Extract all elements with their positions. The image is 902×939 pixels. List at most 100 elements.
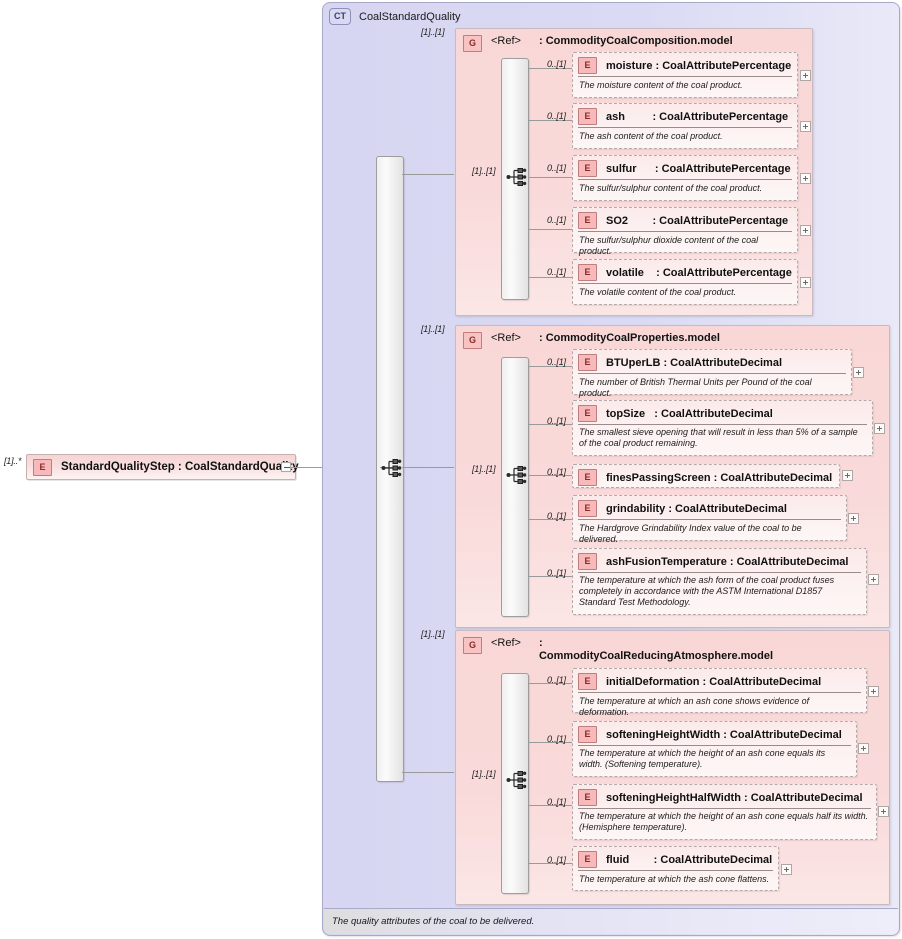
element-description: The temperature at which the height of a… [579, 811, 869, 832]
expand-toggle-icon[interactable] [800, 70, 811, 81]
collapse-toggle-icon[interactable] [281, 462, 291, 472]
complextype-header: CT CoalStandardQuality [329, 8, 461, 25]
element-badge-icon: E [578, 500, 597, 517]
expand-toggle-icon[interactable] [800, 173, 811, 184]
element-ashfusiontemperature[interactable]: E ashFusionTemperature : CoalAttributeDe… [572, 548, 867, 615]
expand-toggle-icon[interactable] [868, 686, 879, 697]
element-description: The temperature at which an ash cone sho… [579, 696, 810, 717]
element-softeningheighthalfwidth[interactable]: E softeningHeightHalfWidth : CoalAttribu… [572, 784, 877, 840]
g3-card-3: 0..[1] [547, 797, 566, 807]
element-softeningheightwidth[interactable]: E softeningHeightWidth : CoalAttributeDe… [572, 721, 857, 777]
g1-card-2: 0..[1] [547, 111, 566, 121]
group-2-header: G <Ref> : CommodityCoalProperties.model [463, 332, 720, 349]
element-sulfur[interactable]: E sulfur : CoalAttributePercentage The s… [572, 155, 798, 201]
g1-branch-1 [528, 68, 572, 69]
g3-branch-4 [528, 863, 572, 864]
group-3-branch-trunk [528, 683, 529, 863]
expand-toggle-icon[interactable] [853, 367, 864, 378]
group-1-header: G <Ref> : CommodityCoalComposition.model [463, 35, 733, 52]
g1-branch-2 [528, 120, 572, 121]
group-1-ref: <Ref> [491, 35, 521, 47]
element-name: softeningHeightHalfWidth : CoalAttribute… [606, 791, 863, 804]
group-3-header: G <Ref> : CommodityCoalReducingAtmospher… [463, 637, 773, 663]
element-name: finesPassingScreen : CoalAttributeDecima… [606, 471, 833, 484]
root-element-standardqualitystep[interactable]: E StandardQualityStep : CoalStandardQual… [26, 454, 299, 480]
g2-card-3: 0..[1] [547, 467, 566, 477]
expand-toggle-icon[interactable] [842, 470, 853, 481]
element-ash[interactable]: E ash : CoalAttributePercentage The ash … [572, 103, 798, 149]
expand-toggle-icon[interactable] [874, 423, 885, 434]
g1-card-1: 0..[1] [547, 59, 566, 69]
element-btuperlb[interactable]: E BTUperLB : CoalAttributeDecimal The nu… [572, 349, 852, 398]
g2-branch-5 [528, 576, 572, 577]
group-1-sequence-icon[interactable] [506, 167, 528, 187]
element-name: volatile : CoalAttributePercentage [606, 266, 792, 279]
g2-card-5: 0..[1] [547, 568, 566, 578]
element-badge-icon: E [578, 57, 597, 74]
g1-card-5: 0..[1] [547, 267, 566, 277]
group-2-name: : CommodityCoalProperties.model [538, 332, 720, 344]
element-volatile[interactable]: E volatile : CoalAttributePercentage The… [572, 259, 798, 305]
element-description: The ash content of the coal product. [579, 131, 723, 141]
g1-branch-5 [528, 277, 572, 278]
element-description: The smallest sieve opening that will res… [579, 427, 858, 448]
element-description: The sulfur/sulphur content of the coal p… [579, 183, 763, 193]
element-badge-icon: E [33, 458, 52, 476]
group-1-name: : CommodityCoalComposition.model [538, 35, 733, 47]
expand-toggle-icon[interactable] [800, 225, 811, 236]
group-3-sequence-icon[interactable] [506, 770, 528, 790]
group-1-cardinality: [1]..[1] [421, 27, 445, 37]
g2-branch-4 [528, 519, 572, 520]
connector-outer-branch-2 [402, 467, 454, 468]
element-name: fluid : CoalAttributeDecimal [606, 853, 773, 866]
g2-branch-1 [528, 366, 572, 367]
group-1-inner-cardinality: [1]..[1] [472, 166, 496, 176]
complextype-name: CoalStandardQuality [359, 10, 461, 23]
group-badge-icon: G [463, 332, 482, 349]
expand-toggle-icon[interactable] [781, 864, 792, 875]
g1-branch-3 [528, 177, 572, 178]
group-3-ref: <Ref> [491, 637, 521, 649]
g1-card-3: 0..[1] [547, 163, 566, 173]
element-badge-icon: E [578, 553, 597, 570]
expand-toggle-icon[interactable] [878, 806, 889, 817]
group-2-sequence-icon[interactable] [506, 465, 528, 485]
element-badge-icon: E [578, 354, 597, 371]
element-fluid[interactable]: E fluid : CoalAttributeDecimal The tempe… [572, 846, 779, 891]
expand-toggle-icon[interactable] [868, 574, 879, 585]
element-initialdeformation[interactable]: E initialDeformation : CoalAttributeDeci… [572, 668, 867, 717]
element-name: BTUperLB : CoalAttributeDecimal [606, 356, 783, 369]
element-name: sulfur : CoalAttributePercentage [606, 162, 791, 175]
group-2-ref: <Ref> [491, 332, 521, 344]
element-name: ashFusionTemperature : CoalAttributeDeci… [606, 555, 849, 568]
sequence-compositor-icon[interactable] [381, 458, 403, 478]
complextype-footer-note: The quality attributes of the coal to be… [324, 908, 898, 934]
element-finespassingscreen[interactable]: E finesPassingScreen : CoalAttributeDeci… [572, 464, 840, 488]
group-2-branch-trunk [528, 366, 529, 576]
element-name: initialDeformation : CoalAttributeDecima… [606, 675, 822, 688]
element-badge-icon: E [578, 212, 597, 229]
element-topsize[interactable]: E topSize : CoalAttributeDecimal The sma… [572, 400, 873, 456]
expand-toggle-icon[interactable] [800, 121, 811, 132]
element-description: The moisture content of the coal product… [579, 80, 743, 90]
element-description: The Hardgrove Grindability Index value o… [579, 523, 802, 544]
element-name: SO2 : CoalAttributePercentage [606, 214, 789, 227]
complextype-footer-text: The quality attributes of the coal to be… [332, 916, 535, 927]
element-so2[interactable]: E SO2 : CoalAttributePercentage The sulf… [572, 207, 798, 256]
element-description: The number of British Thermal Units per … [579, 377, 812, 398]
element-badge-icon: E [578, 469, 597, 486]
element-moisture[interactable]: E moisture : CoalAttributePercentage The… [572, 52, 798, 98]
expand-toggle-icon[interactable] [800, 277, 811, 288]
expand-toggle-icon[interactable] [848, 513, 859, 524]
group-1-branch-trunk [528, 68, 529, 277]
g3-branch-1 [528, 683, 572, 684]
element-badge-icon: E [578, 789, 597, 806]
element-name: topSize : CoalAttributeDecimal [606, 407, 773, 420]
element-name: grindability : CoalAttributeDecimal [606, 502, 787, 515]
root-cardinality-label: [1]..* [4, 456, 22, 466]
g3-card-2: 0..[1] [547, 734, 566, 744]
expand-toggle-icon[interactable] [858, 743, 869, 754]
g3-branch-3 [528, 805, 572, 806]
element-grindability[interactable]: E grindability : CoalAttributeDecimal Th… [572, 495, 847, 544]
connector-outer-branch-1 [402, 174, 454, 175]
